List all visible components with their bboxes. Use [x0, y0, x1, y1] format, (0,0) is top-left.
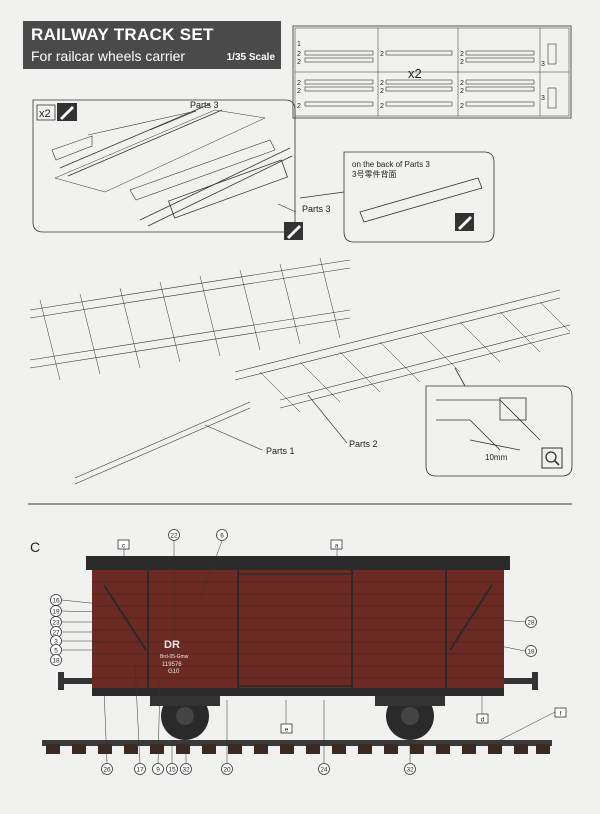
callout-text: 6 [220, 533, 224, 540]
callout-text: 18 [52, 658, 60, 665]
sleepers [46, 744, 550, 754]
sprue-diagram [292, 25, 572, 119]
buffers [58, 672, 538, 690]
callout-text: 5 [54, 648, 58, 655]
back-note: on the back of Parts 3 [352, 160, 430, 169]
callout-a [330, 539, 343, 550]
multiplier-badge [36, 103, 77, 121]
sprue-num: 2 [460, 51, 464, 58]
wagon-mark: DR [164, 639, 180, 651]
glue-icon [455, 213, 474, 231]
back-note-cn: 3号零件背面 [352, 169, 396, 179]
step-multiplier: x2 [39, 108, 51, 120]
sprue-num: 2 [297, 103, 301, 110]
instruction-header: RAILWAY TRACK SET For railcar wheels car… [23, 21, 281, 69]
boxcar-wagon: DR Brd-05-Gmw 119576 G10 [42, 556, 552, 754]
wagon-markings: DR Brd-05-Gmw 119576 G10 [160, 639, 189, 675]
callout-text: 24 [320, 767, 328, 774]
wagon-mark: G10 [168, 669, 180, 675]
sprue-frame [292, 25, 572, 119]
callout-text: 32 [406, 767, 414, 774]
sprue-num: 2 [380, 103, 384, 110]
sprue-num: 2 [460, 80, 464, 87]
underframe [92, 688, 504, 696]
callout-text: 27 [52, 630, 60, 637]
sprue-num: 3 [541, 95, 545, 102]
sprue-multiplier: x2 [408, 66, 422, 81]
callout-text: 18 [527, 649, 535, 656]
callout-text: 3 [54, 639, 58, 646]
wheelsets [150, 692, 445, 740]
sprue-num: 2 [460, 103, 464, 110]
callout-text: 28 [527, 620, 535, 627]
callout-text: 17 [136, 767, 144, 774]
sprue-num: 2 [297, 88, 301, 95]
wagon-frame-posts [103, 570, 493, 688]
parts3-label: Parts 3 [190, 100, 219, 110]
sprue-num: 2 [380, 80, 384, 87]
callout-text: d [481, 717, 485, 724]
parts2-label: Parts 2 [349, 439, 378, 449]
callout-text: 15 [168, 767, 176, 774]
callouts [50, 529, 567, 775]
page-subtitle: For railcar wheels carrier [31, 48, 186, 64]
leader-lines [87, 110, 297, 213]
step-c-label: C [30, 539, 40, 555]
wagon-mark: Brd-05-Gmw [160, 654, 189, 660]
leader-lines [204, 394, 348, 451]
detail-box-back [299, 151, 495, 243]
sprue-num: 2 [297, 51, 301, 58]
plank-lines [92, 581, 504, 679]
detail-box-top [32, 99, 296, 233]
callout-text: e [285, 727, 289, 734]
parts3-label-right: Parts 3 [302, 204, 331, 214]
callout-text: 16 [52, 598, 60, 605]
callout-text: a [335, 543, 339, 550]
dimension-label: 10mm [485, 453, 508, 462]
callout-text: 22 [170, 533, 178, 540]
callout-22 [168, 529, 180, 541]
callout-text: 19 [52, 609, 60, 616]
callout-text: 32 [182, 767, 190, 774]
detail-box-sleeper [425, 367, 573, 477]
sprue-num: 2 [297, 59, 301, 66]
callout-c [117, 539, 130, 550]
callout-text: 23 [52, 620, 60, 627]
callout-leaders [61, 540, 556, 764]
track-assembly [29, 257, 571, 485]
sprue-num: 2 [380, 51, 384, 58]
callout-text: f [560, 711, 562, 718]
sprue-num: 3 [541, 61, 545, 68]
page-title: RAILWAY TRACK SET [31, 25, 214, 44]
callout-text: 20 [223, 767, 231, 774]
wagon-roof [86, 556, 510, 570]
wagon-mark: 119576 [162, 662, 182, 668]
callout-texts: c 22 6 a 16 19 23 27 3 5 18 28 18 f d 26… [52, 533, 561, 774]
sprue-num: 2 [460, 88, 464, 95]
sprue-num: 2 [380, 88, 384, 95]
callout-text: 26 [103, 767, 111, 774]
callout-text: 9 [156, 767, 160, 774]
callout-text: c [122, 543, 126, 550]
parts1-label: Parts 1 [266, 446, 295, 456]
sprue-num: 1 [297, 41, 301, 48]
wagon-body [92, 570, 504, 688]
zoom-icon [541, 447, 563, 469]
callout-6 [216, 529, 228, 541]
sprue-num: 2 [297, 80, 301, 87]
sprue-num: 2 [460, 59, 464, 66]
glue-icon [284, 222, 303, 240]
rail [42, 740, 552, 746]
scale-label: 1/35 Scale [226, 52, 275, 63]
